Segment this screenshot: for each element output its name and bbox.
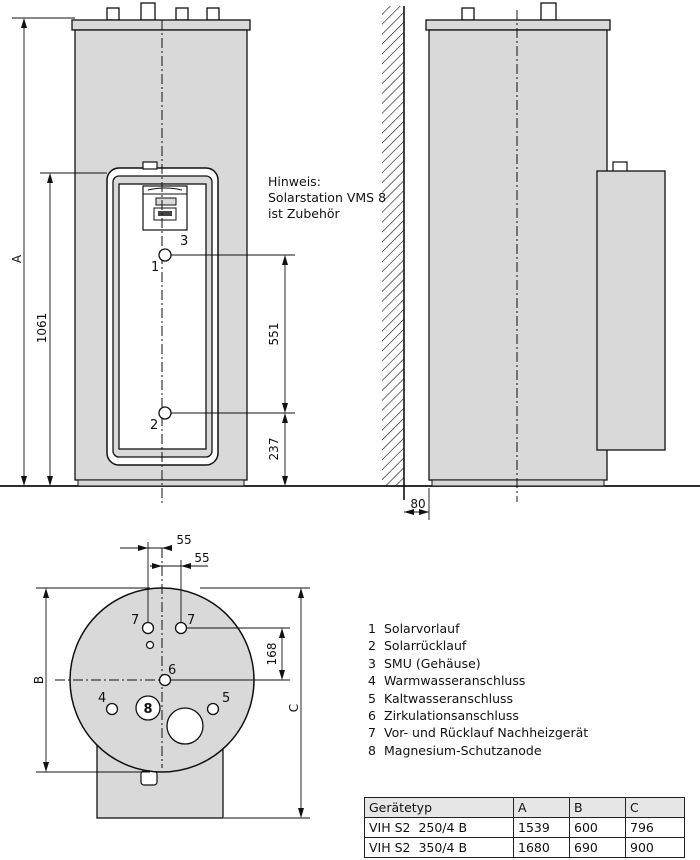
legend-number: 8 xyxy=(368,742,376,758)
smu-housing xyxy=(142,185,188,231)
top-view xyxy=(36,542,310,819)
callout-7b: 7 xyxy=(187,613,195,628)
dimension-c-label: C xyxy=(287,704,301,712)
connection-4 xyxy=(105,702,119,716)
callout-6: 6 xyxy=(168,663,176,678)
connection-solarvorlauf xyxy=(158,248,172,262)
legend-number: 4 xyxy=(368,673,376,689)
dimension-c xyxy=(298,588,304,818)
legend-label: Kaltwasseranschluss xyxy=(384,690,514,706)
table-cell: VIH S2 350/4 B xyxy=(364,837,514,858)
legend-item: 4 Warmwasseranschluss xyxy=(368,672,588,689)
legend-label: SMU (Gehäuse) xyxy=(384,655,481,671)
legend-label: Magnesium-Schutzanode xyxy=(384,742,542,758)
legend-item: 1 Solarvorlauf xyxy=(368,620,588,637)
callout-1: 1 xyxy=(151,260,159,275)
table-cell: VIH S2 250/4 B xyxy=(364,817,514,838)
table-header-cell: Gerätetyp xyxy=(364,797,514,818)
side-view xyxy=(382,2,666,502)
legend-number: 5 xyxy=(368,690,376,706)
dimension-80-label: 80 xyxy=(410,497,425,511)
callout-2: 2 xyxy=(150,418,158,433)
dimension-b-label: B xyxy=(32,676,46,684)
flange-opening xyxy=(166,707,204,745)
legend-number: 6 xyxy=(368,707,376,723)
legend-item: 8 Magnesium-Schutzanode xyxy=(368,742,588,759)
dimension-168 xyxy=(279,628,285,680)
note: Hinweis: Solarstation VMS 8 ist Zubehör xyxy=(268,174,386,222)
table-header-row: Gerätetyp A B C xyxy=(364,797,685,818)
connection-7b xyxy=(174,621,188,635)
legend-item: 3 SMU (Gehäuse) xyxy=(368,655,588,672)
callout-4: 4 xyxy=(98,691,106,706)
legend-number: 7 xyxy=(368,725,376,741)
dimension-237 xyxy=(282,413,288,486)
table-row: VIH S2 350/4 B 1680 690 900 xyxy=(364,837,685,858)
solar-station-side xyxy=(596,170,666,451)
dimension-168-label: 168 xyxy=(265,643,279,666)
dimension-55-upper-label: 55 xyxy=(176,533,191,547)
legend-item: 6 Zirkulationsanschluss xyxy=(368,707,588,724)
dimension-55-lower xyxy=(150,563,208,569)
legend-number: 1 xyxy=(368,621,376,636)
dimension-551-label: 551 xyxy=(267,323,281,346)
top-fitting xyxy=(175,7,189,21)
connection-5 xyxy=(206,702,220,716)
top-fitting xyxy=(206,7,220,21)
legend-number: 3 xyxy=(368,655,376,671)
legend-item: 7 Vor- und Rücklauf Nachheizgerät xyxy=(368,724,588,741)
legend-number: 2 xyxy=(368,638,376,654)
dimension-a-label: A xyxy=(10,254,24,263)
table-row: VIH S2 250/4 B 1539 600 796 xyxy=(364,817,685,838)
dimension-table: Gerätetyp A B C VIH S2 250/4 B 1539 600 … xyxy=(364,797,685,858)
wall-hatch xyxy=(382,6,404,486)
table-cell: 1539 xyxy=(513,817,570,838)
callout-3: 3 xyxy=(180,234,188,249)
table-cell: 900 xyxy=(625,837,685,858)
table-header-cell: B xyxy=(569,797,626,818)
dimension-1061-label: 1061 xyxy=(35,313,49,344)
callout-5: 5 xyxy=(222,691,230,706)
dimension-551 xyxy=(282,255,288,413)
table-cell: 600 xyxy=(569,817,626,838)
tank-body-side xyxy=(428,29,608,481)
note-line-3: ist Zubehör xyxy=(268,206,340,221)
connection-solarruecklauf xyxy=(158,406,172,420)
table-header-cell: C xyxy=(625,797,685,818)
note-line-1: Hinweis: xyxy=(268,174,321,189)
dimension-55-upper xyxy=(120,545,172,551)
table-cell: 690 xyxy=(569,837,626,858)
table-cell: 796 xyxy=(625,817,685,838)
legend: 1 Solarvorlauf 2 Solarrücklauf 3 SMU (Gehäu… xyxy=(368,620,588,759)
table-header-cell: A xyxy=(513,797,570,818)
dimension-80 xyxy=(404,488,430,520)
callout-8: 8 xyxy=(143,702,152,717)
legend-item: 2 Solarrücklauf xyxy=(368,637,588,654)
connection-7a xyxy=(141,621,155,635)
legend-label: Warmwasseranschluss xyxy=(384,673,526,689)
dimension-a xyxy=(21,18,27,486)
top-fitting xyxy=(140,2,156,21)
dimension-1061 xyxy=(47,173,53,486)
legend-item: 5 Kaltwasseranschluss xyxy=(368,690,588,707)
legend-label: Solarrücklauf xyxy=(384,638,467,654)
legend-label: Solarvorlauf xyxy=(384,621,460,636)
anode-8 xyxy=(135,695,161,721)
legend-label: Vor- und Rücklauf Nachheizgerät xyxy=(384,725,589,741)
dimension-55-lower-label: 55 xyxy=(194,551,209,565)
front-view xyxy=(12,2,295,505)
top-fitting xyxy=(106,7,120,21)
note-line-2: Solarstation VMS 8 xyxy=(268,190,387,205)
legend-label: Zirkulationsanschluss xyxy=(384,707,519,723)
callout-7a: 7 xyxy=(131,613,139,628)
table-cell: 1680 xyxy=(513,837,570,858)
dimension-b xyxy=(43,588,49,772)
dimension-237-label: 237 xyxy=(267,438,281,461)
